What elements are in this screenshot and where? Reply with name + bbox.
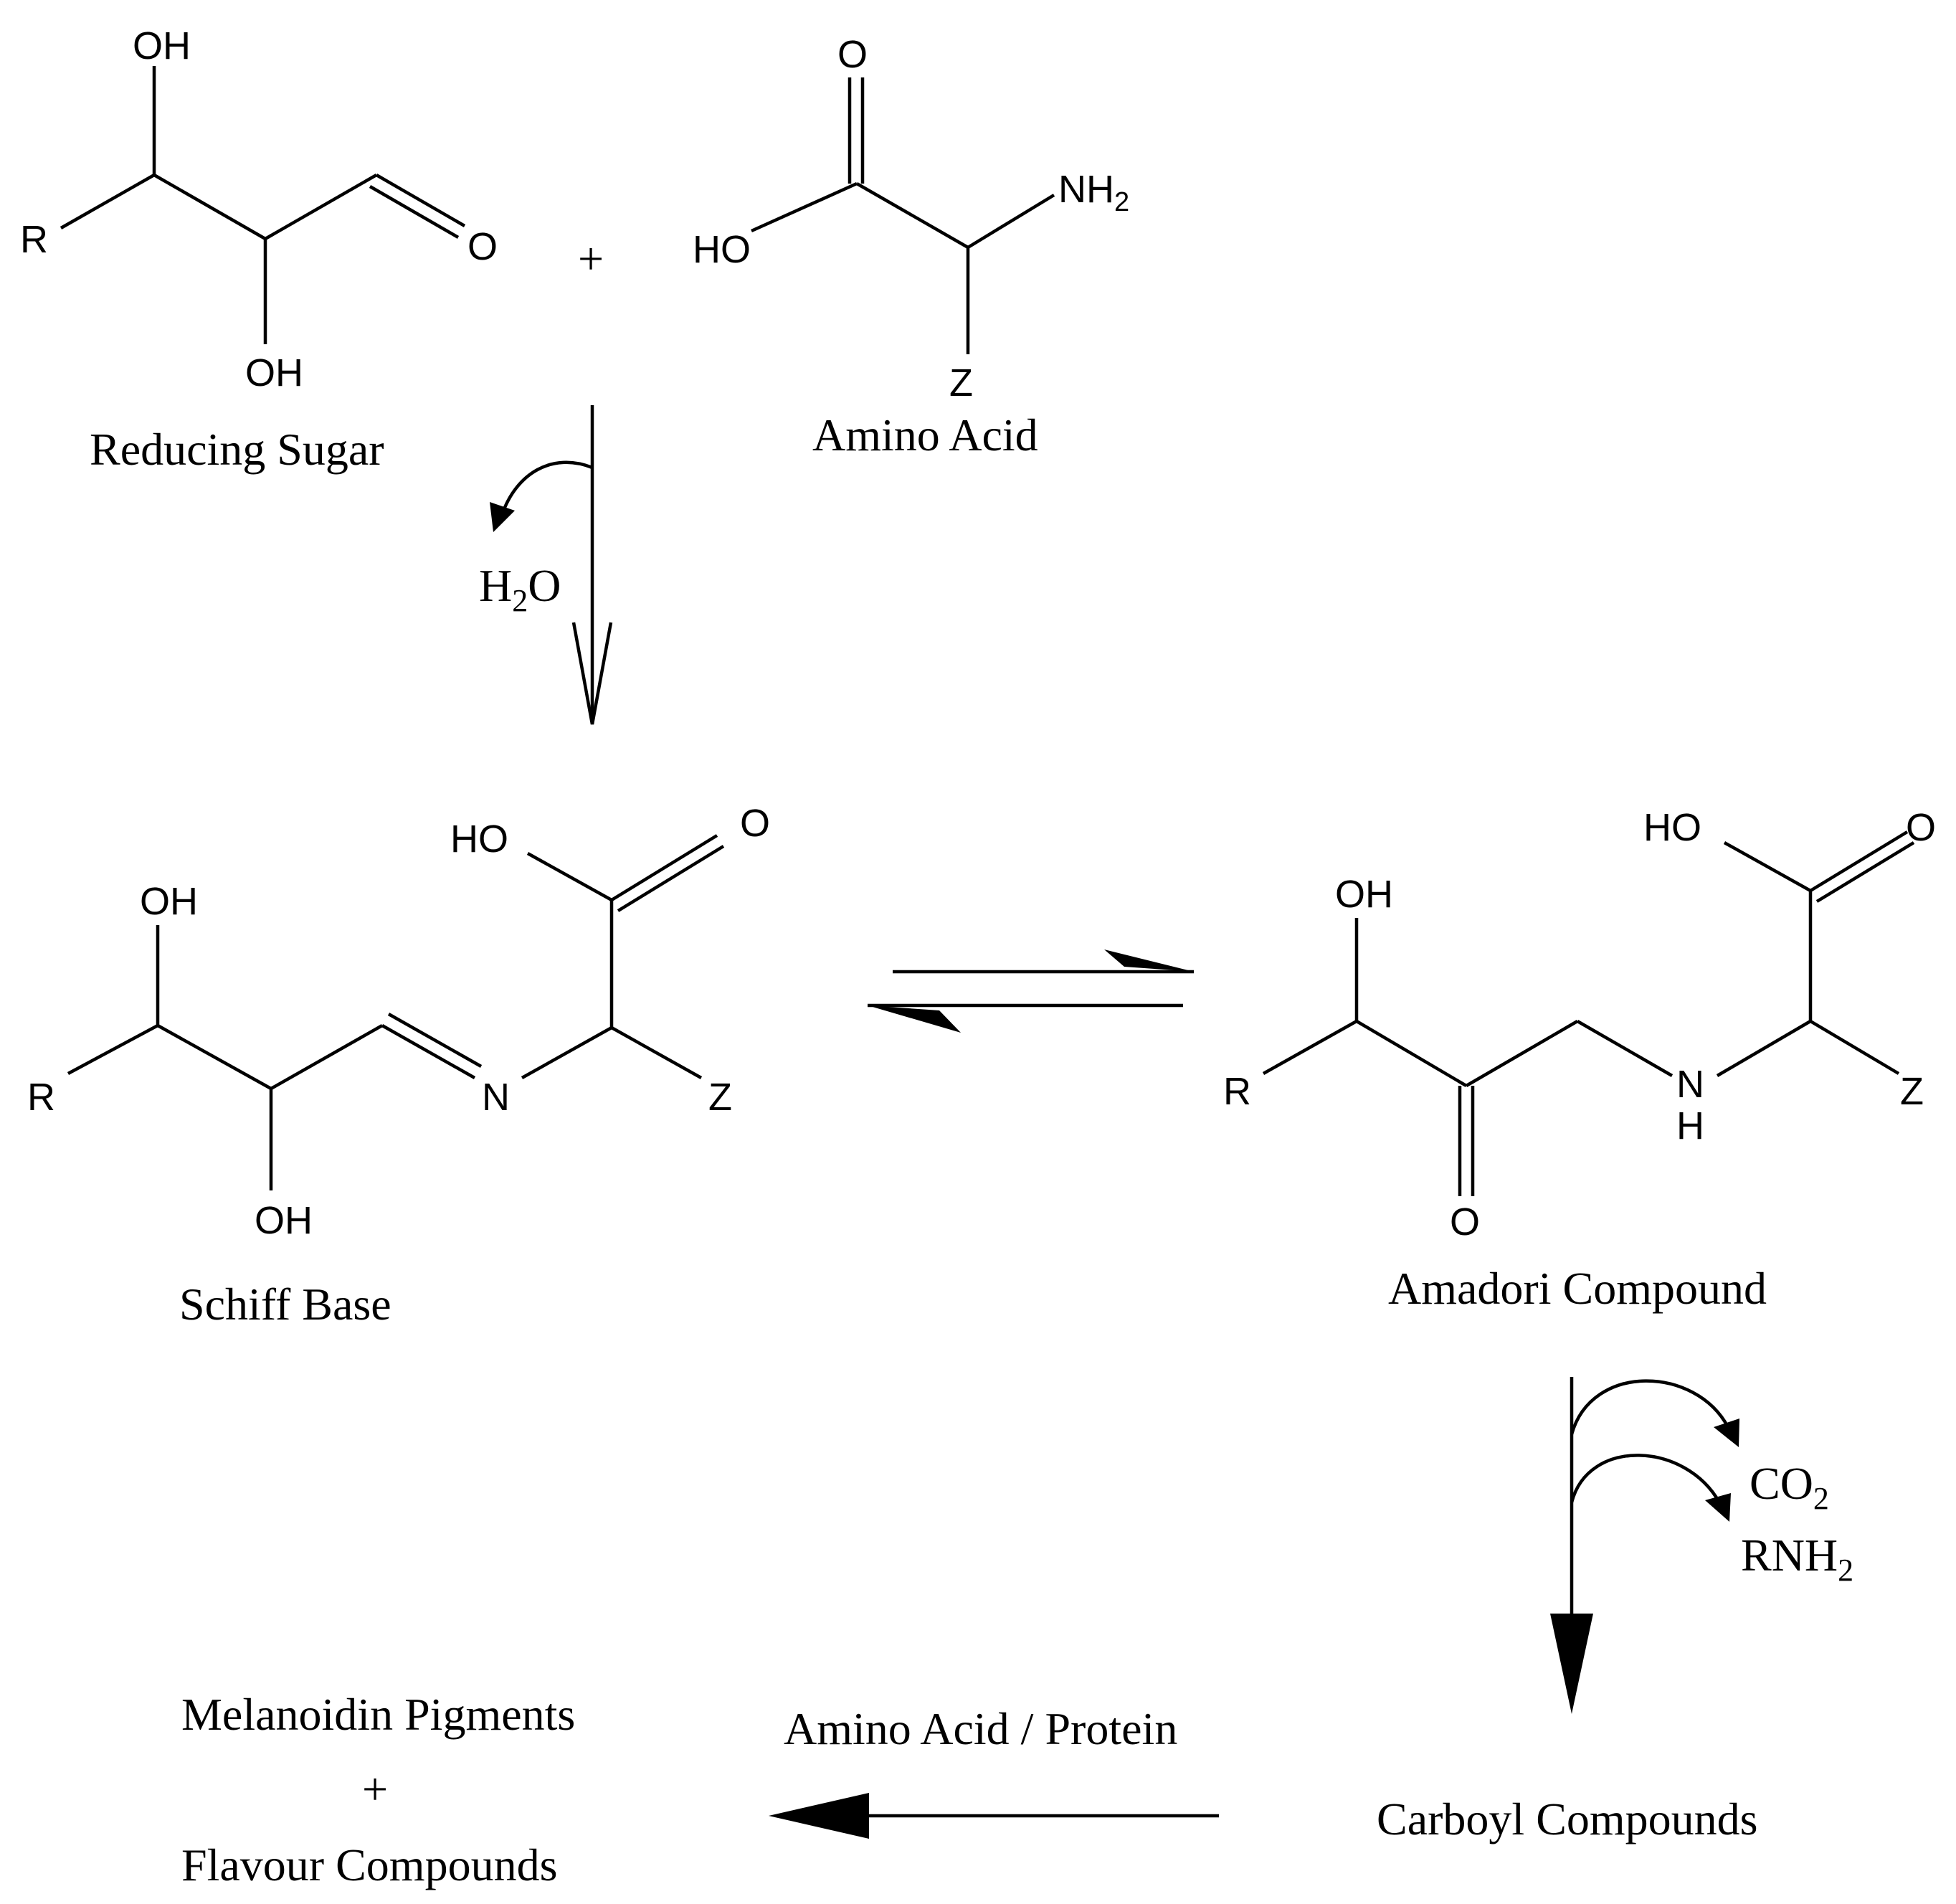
label-schiff-base: Schiff Base [179, 1279, 391, 1330]
amadori-compound-structure: R N H Z HO O OH O [1223, 806, 1936, 1244]
atom-r: R [20, 218, 48, 261]
atom-oh: OH [255, 1199, 313, 1242]
rnh2-label: RNH2 [1741, 1530, 1853, 1588]
atom-z: Z [1900, 1070, 1924, 1113]
co2-label: CO2 [1750, 1458, 1829, 1516]
atom-ho: HO [1643, 806, 1701, 849]
water-label: H2O [479, 560, 561, 618]
atom-ho: HO [693, 228, 751, 271]
atom-r: R [1223, 1070, 1251, 1113]
schiff-base-structure: R N Z HO O OH OH [27, 802, 770, 1242]
atom-nh-n: N [1676, 1063, 1704, 1106]
label-amadori-compound: Amadori Compound [1388, 1263, 1767, 1314]
atom-o: O [1906, 806, 1936, 849]
equilibrium-arrows [868, 949, 1194, 1033]
atom-ho: HO [450, 818, 508, 861]
label-reducing-sugar: Reducing Sugar [90, 424, 384, 475]
atom-o: O [837, 33, 868, 76]
plus-sign: + [578, 233, 604, 284]
atom-oh: OH [1335, 873, 1393, 916]
plus-sign: + [362, 1763, 388, 1814]
polymerization-arrow: Amino Acid / Protein [769, 1703, 1219, 1839]
atom-oh: OH [140, 880, 198, 923]
atom-z: Z [708, 1076, 732, 1119]
amino-acid-structure: HO O NH2 Z [693, 33, 1129, 404]
degradation-arrow: CO2 RNH2 [1550, 1377, 1853, 1714]
atom-oh: OH [245, 351, 303, 394]
atom-r: R [27, 1076, 55, 1119]
atom-oh: OH [133, 24, 191, 67]
label-flavour-compounds: Flavour Compounds [181, 1839, 557, 1890]
condensation-arrow: H2O [479, 405, 613, 725]
atom-o: O [740, 802, 770, 845]
atom-nh-h: H [1676, 1104, 1704, 1147]
reducing-sugar-structure: R O OH OH [20, 24, 498, 394]
atom-z: Z [949, 361, 973, 404]
label-carbonyl-compounds: Carboyl Compounds [1377, 1794, 1758, 1844]
amino-acid-protein-label: Amino Acid / Protein [784, 1703, 1177, 1754]
atom-n: N [482, 1076, 510, 1119]
atom-o: O [1450, 1200, 1480, 1244]
atom-o: O [467, 225, 498, 268]
atom-nh2: NH2 [1058, 168, 1129, 217]
label-amino-acid: Amino Acid [812, 409, 1038, 460]
label-melanoidin-pigments: Melanoidin Pigments [181, 1689, 575, 1740]
